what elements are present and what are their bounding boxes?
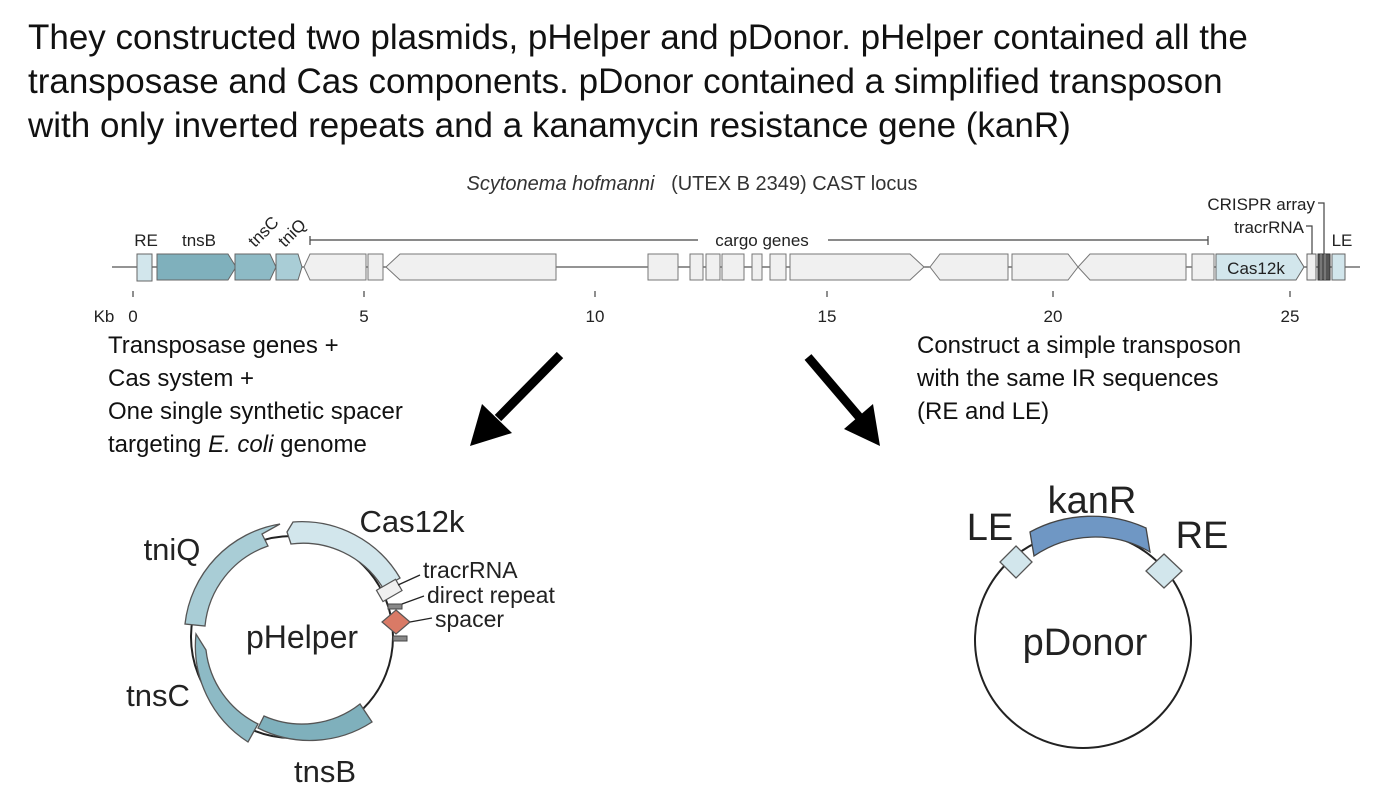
- cargo-label: cargo genes: [715, 231, 809, 250]
- cargo-gene: [929, 253, 1009, 281]
- crispr-array-label: CRISPR array: [1207, 195, 1315, 214]
- cargo-gene: [689, 253, 704, 281]
- helper-line-4-pre: targeting: [108, 431, 209, 458]
- axis-tick-label: 5: [359, 307, 368, 326]
- arrow-to-phelper: [470, 351, 564, 446]
- helper-line-4: targeting E. coli genome: [108, 428, 403, 461]
- tniq-gene: [275, 253, 303, 281]
- axis-tick-label: 10: [586, 307, 605, 326]
- cargo-gene-set: [303, 253, 1215, 281]
- locus-map: Cas12k RE tnsB tnsC tniQ cargo genes CRI…: [94, 195, 1360, 326]
- cargo-gene: [721, 253, 745, 281]
- donor-line-3: (RE and LE): [917, 398, 1050, 425]
- tracrrna-callout: [397, 574, 421, 586]
- direct-repeat-bar: [392, 635, 408, 642]
- cargo-gene: [789, 253, 925, 281]
- helper-line-2: Cas system +: [108, 365, 255, 392]
- locus-title: Scytonema hofmanni (UTEX B 2349) CAST lo…: [0, 173, 1384, 196]
- tnsc-label: tnsC: [244, 213, 282, 251]
- cargo-gene: [1011, 253, 1079, 281]
- direct-repeat-callout: [401, 595, 425, 605]
- spacer-callout: [409, 617, 433, 623]
- donor-description: Construct a simple transposon with the s…: [917, 329, 1241, 428]
- headline-line-2: transposase and Cas components. pDonor c…: [28, 62, 1223, 101]
- headline-line-1: They constructed two plasmids, pHelper a…: [28, 18, 1248, 57]
- phelper-name: pHelper: [246, 619, 358, 655]
- cargo-gene: [367, 253, 384, 281]
- tracrrna-callout-line: [1306, 225, 1313, 254]
- tnsc-arc: [194, 632, 259, 743]
- spacer-text: spacer: [435, 606, 504, 632]
- kanr-label: kanR: [1048, 480, 1137, 522]
- helper-line-4-organism: E. coli: [208, 431, 274, 458]
- cas12k-gene: [1215, 253, 1305, 281]
- donor-line-1: Construct a simple transposon: [917, 332, 1242, 359]
- species-name: Scytonema hofmanni: [466, 173, 655, 195]
- tracrrna-label: tracrRNA: [1234, 218, 1305, 237]
- axis-tick-label: 20: [1044, 307, 1063, 326]
- cargo-gene: [1077, 253, 1187, 281]
- axis-tick-label: 15: [818, 307, 837, 326]
- spacer-diamond: [381, 609, 411, 635]
- pdonor-plasmid: pDonor kanR LE RE: [967, 480, 1229, 749]
- tniq-label: tniQ: [274, 215, 309, 250]
- tnsb-arc: [257, 703, 373, 742]
- cargo-bracket: [309, 236, 1209, 245]
- cargo-gene: [769, 253, 787, 281]
- kb-axis: [132, 291, 1291, 297]
- cargo-gene: [385, 253, 557, 281]
- arrow-to-pdonor: [804, 354, 880, 446]
- tniq-label: tniQ: [144, 532, 201, 567]
- strain-label: (UTEX B 2349) CAST locus: [671, 173, 918, 195]
- crispr-callout-line: [1318, 202, 1325, 254]
- le-element: [1331, 253, 1346, 281]
- cas12k-label: Cas12k: [359, 504, 465, 539]
- headline-line-3: with only inverted repeats and a kanamyc…: [28, 106, 1071, 145]
- axis-tick-label: 0: [128, 307, 137, 326]
- cargo-gene: [647, 253, 679, 281]
- headline: They constructed two plasmids, pHelper a…: [28, 16, 1368, 148]
- re-diamond: [1145, 553, 1183, 589]
- direct-repeat-bar: [387, 603, 403, 610]
- re-label: RE: [1176, 515, 1229, 557]
- tracrrna-text: tracrRNA: [423, 557, 518, 583]
- cargo-gene: [1191, 253, 1215, 281]
- helper-line-3: One single synthetic spacer: [108, 398, 403, 425]
- axis-tick-label: 25: [1281, 307, 1300, 326]
- helper-line-4-post: genome: [273, 431, 367, 458]
- pdonor-name: pDonor: [1023, 622, 1148, 664]
- tnsc-label: tnsC: [126, 678, 190, 713]
- helper-line-1: Transposase genes +: [108, 332, 339, 359]
- tnsb-label: tnsB: [294, 754, 356, 789]
- tnsc-gene: [234, 253, 277, 281]
- cas12k-gene-label: Cas12k: [1227, 259, 1285, 278]
- crispr-array: [1317, 253, 1331, 281]
- le-diamond: [999, 545, 1033, 579]
- helper-description: Transposase genes + Cas system + One sin…: [108, 329, 403, 461]
- cargo-gene: [705, 253, 721, 281]
- le-label: LE: [967, 507, 1013, 549]
- tniq-arc: [184, 523, 281, 627]
- kanr-arc: [1029, 515, 1151, 558]
- tracrrna-element: [1306, 253, 1317, 281]
- tnsb-gene: [156, 253, 237, 281]
- cargo-gene: [751, 253, 763, 281]
- le-label: LE: [1332, 231, 1353, 250]
- phelper-plasmid: pHelper Cas12k tniQ tnsC tnsB tracrRNA d…: [126, 504, 555, 789]
- re-element: [136, 253, 153, 282]
- re-label: RE: [134, 231, 158, 250]
- tnsb-label: tnsB: [182, 231, 216, 250]
- direct-repeat-text: direct repeat: [427, 582, 555, 608]
- cargo-gene: [303, 253, 367, 281]
- donor-line-2: with the same IR sequences: [917, 365, 1219, 392]
- axis-unit-label: Kb: [94, 307, 115, 326]
